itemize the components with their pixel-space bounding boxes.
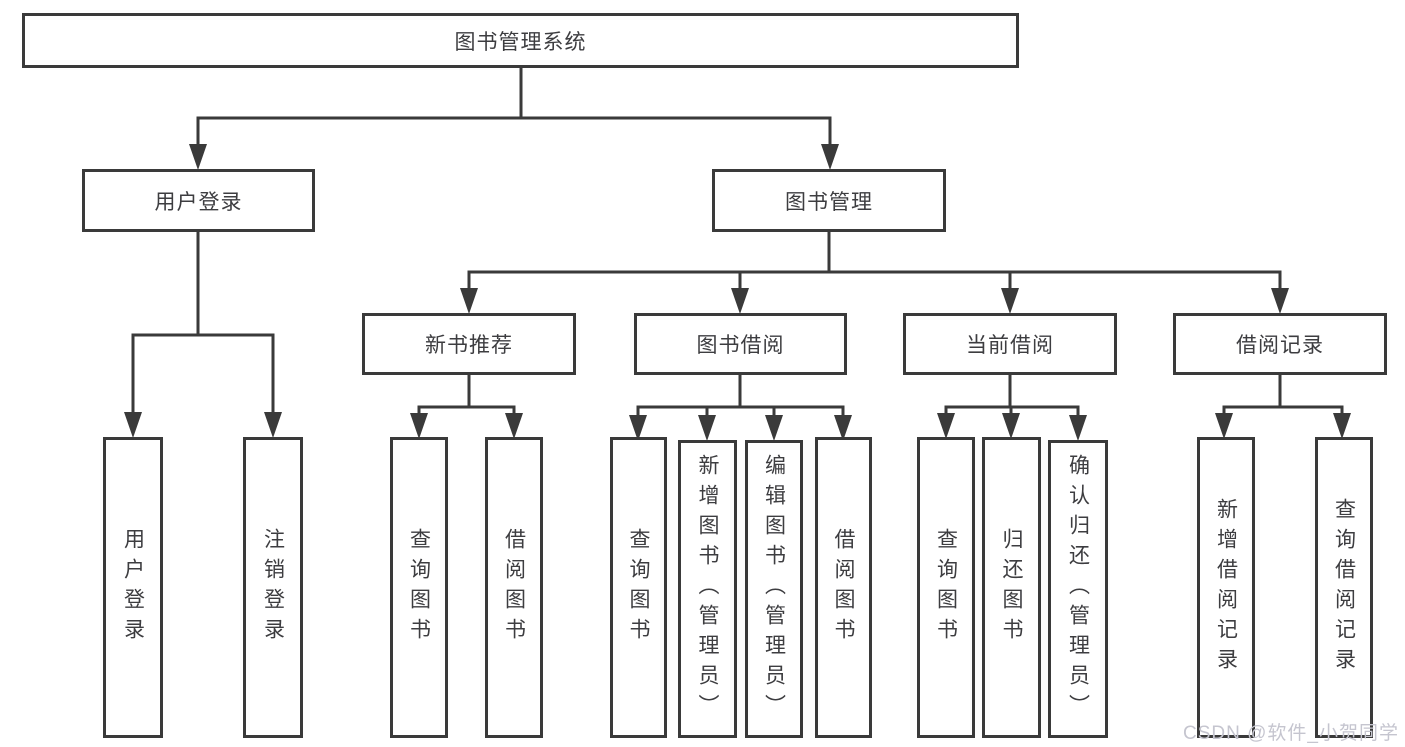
leaf-user-login-label: 用户登录 <box>121 527 145 648</box>
csdn-watermark: CSDN @软件_小贺同学 <box>1183 723 1399 744</box>
leaf-user-login: 用户登录 <box>103 437 163 738</box>
leaf-add-borrow-record: 新增借阅记录 <box>1197 437 1255 738</box>
leaf-query-books-2-label: 查询图书 <box>627 527 650 648</box>
leaf-query-books-2: 查询图书 <box>610 437 667 738</box>
node-new-book-recommend-label: 新书推荐 <box>425 334 513 357</box>
node-new-book-recommend: 新书推荐 <box>362 313 576 375</box>
leaf-query-books-3: 查询图书 <box>917 437 975 738</box>
leaf-borrow-books-2: 借阅图书 <box>815 437 872 738</box>
node-current-borrowing-label: 当前借阅 <box>966 334 1054 357</box>
leaf-edit-books-admin-label: 编辑图书（管理员） <box>762 454 786 724</box>
node-user-login: 用户登录 <box>82 169 315 232</box>
node-book-borrowing-label: 图书借阅 <box>696 334 785 357</box>
leaf-return-books: 归还图书 <box>982 437 1041 738</box>
node-library-system: 图书管理系统 <box>22 13 1019 68</box>
leaf-query-books-1: 查询图书 <box>390 437 448 738</box>
node-book-management-label: 图书管理 <box>785 190 873 214</box>
node-current-borrowing: 当前借阅 <box>903 313 1117 375</box>
leaf-query-borrow-record-label: 查询借阅记录 <box>1332 497 1356 678</box>
leaf-add-books-admin: 新增图书（管理员） <box>678 440 737 738</box>
node-borrowing-records: 借阅记录 <box>1173 313 1387 375</box>
leaf-logout-label: 注销登录 <box>261 527 285 648</box>
leaf-confirm-return-admin-label: 确认归还（管理员） <box>1066 454 1090 724</box>
leaf-edit-books-admin: 编辑图书（管理员） <box>745 440 803 738</box>
node-library-system-label: 图书管理系统 <box>454 30 587 54</box>
leaf-borrow-books-1-label: 借阅图书 <box>502 527 526 648</box>
node-book-borrowing: 图书借阅 <box>634 313 847 375</box>
connector-lines <box>131 66 1344 420</box>
leaf-query-books-3-label: 查询图书 <box>934 527 958 648</box>
leaf-query-books-1-label: 查询图书 <box>407 527 431 648</box>
leaf-confirm-return-admin: 确认归还（管理员） <box>1048 440 1108 738</box>
leaf-borrow-books-1: 借阅图书 <box>485 437 543 738</box>
node-book-management: 图书管理 <box>712 169 946 232</box>
leaf-borrow-books-2-label: 借阅图书 <box>832 527 855 648</box>
leaf-query-borrow-record: 查询借阅记录 <box>1315 437 1373 738</box>
leaf-logout: 注销登录 <box>243 437 303 738</box>
node-user-login-label: 用户登录 <box>154 190 243 214</box>
connector-arrowheads <box>124 144 1351 441</box>
leaf-add-books-admin-label: 新增图书（管理员） <box>696 454 719 724</box>
leaf-return-books-label: 归还图书 <box>1000 527 1023 648</box>
node-borrowing-records-label: 借阅记录 <box>1236 334 1324 357</box>
leaf-add-borrow-record-label: 新增借阅记录 <box>1214 497 1238 678</box>
